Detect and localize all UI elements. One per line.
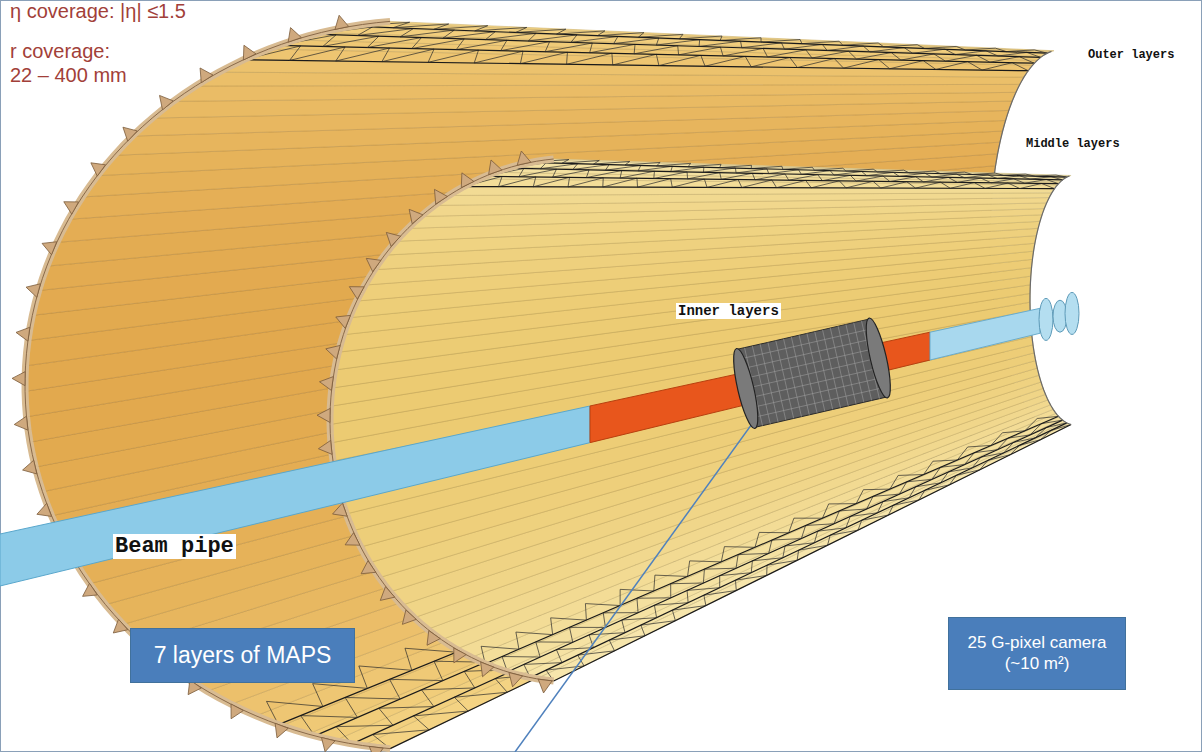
middle-barrel (317, 151, 1071, 693)
end-wheel-tab (489, 160, 502, 175)
truss (243, 60, 1028, 71)
end-wheel-tab (42, 242, 57, 255)
truss (530, 162, 1066, 177)
end-wheel-tab (12, 372, 25, 386)
pipe-flange (1065, 292, 1079, 334)
end-wheel-tab (349, 287, 364, 299)
coverage-value: 22 – 400 mm (8, 64, 129, 87)
info-box: 7 layers of MAPS (130, 628, 355, 683)
end-wheel-tab (409, 209, 423, 223)
end-wheel-tab (345, 533, 360, 545)
end-wheel-tab (83, 583, 98, 596)
box-text: 7 layers of MAPS (154, 642, 332, 670)
end-wheel-tab (26, 284, 40, 298)
end-wheel-tab (361, 561, 376, 574)
stave (449, 187, 1055, 196)
chip-grid (741, 339, 874, 369)
end-wheel (330, 159, 554, 681)
end-wheel-tab (16, 327, 30, 341)
end-wheel-tab (317, 408, 330, 422)
end-wheel-tab (454, 648, 466, 663)
part-name: Inner layers (676, 303, 781, 319)
inner-barrel (737, 319, 887, 427)
chip-grid (748, 368, 881, 398)
part-name: Outer layers (1086, 49, 1176, 63)
beam-pipe (930, 308, 1040, 360)
end-wheel-tab (231, 704, 243, 719)
end-wheel-tab (160, 95, 174, 109)
truss (507, 163, 1062, 180)
barrel-end (729, 347, 763, 431)
end-wheel-tab (386, 232, 400, 246)
end-wheel-tab (318, 440, 332, 454)
chip-grid (743, 348, 876, 378)
pipe-flange (1039, 298, 1053, 340)
end-wheel-tab (434, 189, 447, 204)
truss (352, 26, 1047, 53)
end-wheel-tab (37, 503, 52, 516)
part-name: Beam pipe (113, 534, 236, 559)
beam-pipe (0, 406, 590, 586)
truss (315, 34, 1041, 57)
end-wheel-tab (402, 610, 416, 624)
coverage-note: η coverage: |η| ≤1.5 (8, 0, 188, 23)
end-wheel-tab (123, 127, 137, 141)
end-wheel-tab (326, 345, 340, 359)
end-wheel-tab (14, 416, 28, 430)
end-wheel-tab (64, 202, 79, 214)
end-wheel-tab (369, 746, 383, 752)
particle-track (515, 392, 775, 752)
end-wheel-tab (320, 377, 334, 391)
stave (173, 84, 1020, 101)
coverage-note: r coverage: (8, 40, 112, 63)
chip-grid (746, 358, 879, 388)
truss (315, 27, 1041, 57)
barrel-end (861, 316, 895, 400)
info-box: 25 G-pixel camera (~10 m²) (948, 617, 1126, 690)
end-wheel-tab (509, 673, 523, 687)
chip-grid (750, 377, 883, 407)
end-wheel-tab (538, 679, 552, 693)
truss (485, 168, 1058, 183)
chip-grid (739, 329, 872, 359)
end-wheel-tab (243, 45, 256, 60)
end-wheel-tab (481, 662, 494, 677)
end-wheel-tab (517, 151, 531, 165)
chip-grid (752, 387, 885, 417)
end-wheel-tab (380, 587, 394, 601)
truss (352, 22, 1047, 53)
end-wheel (330, 159, 554, 681)
end-wheel-tab (113, 619, 127, 633)
end-wheel-tab (461, 173, 474, 188)
truss (530, 159, 1066, 177)
end-wheel-tab (335, 15, 349, 29)
end-wheel-tab (321, 737, 335, 751)
end-wheel-tab (336, 315, 351, 328)
inner-barrel (729, 316, 896, 430)
end-wheel (1030, 176, 1071, 425)
truss (464, 187, 1055, 189)
end-wheel-tab (91, 163, 106, 176)
end-wheel-tab (200, 68, 213, 83)
part-name: Middle layers (1024, 138, 1122, 152)
end-wheel-tab (427, 631, 440, 646)
end-wheel-tab (275, 723, 288, 738)
end-wheel-tab (23, 460, 37, 474)
end-wheel-tab (288, 28, 301, 43)
end-wheel-tab (366, 258, 381, 271)
truss (278, 35, 1034, 63)
box-text: 25 G-pixel camera (~10 m²) (958, 633, 1116, 674)
